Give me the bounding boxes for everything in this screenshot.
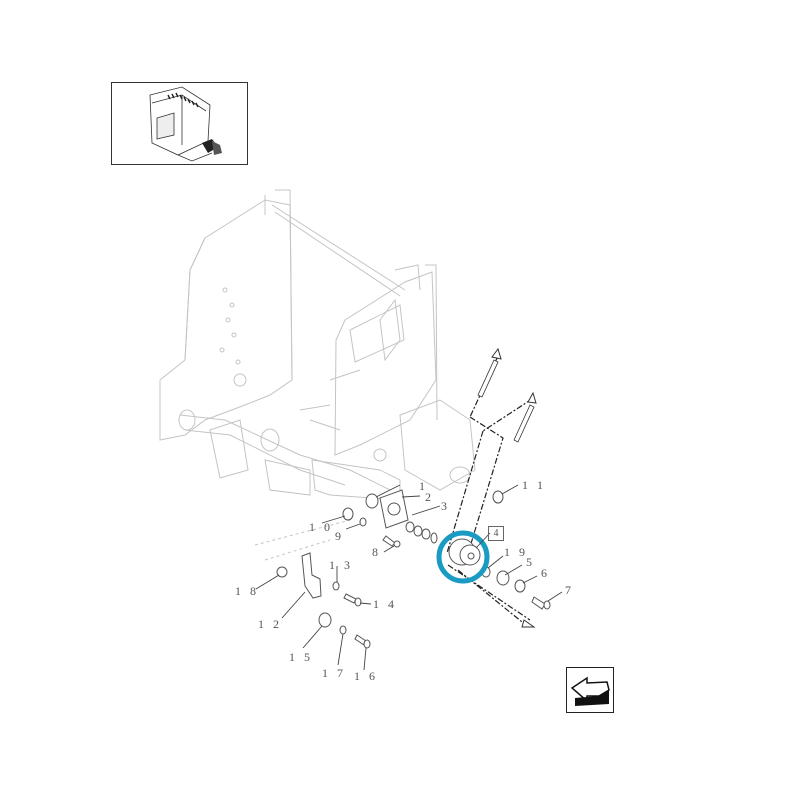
callout-14: 1 4 <box>373 597 397 611</box>
highlight-ring <box>436 530 490 584</box>
callout-4-boxed[interactable]: 4 <box>488 526 504 541</box>
callout-11: 1 1 <box>522 478 546 492</box>
callout-15: 1 5 <box>289 650 313 664</box>
callout-13: 1 3 <box>329 558 353 572</box>
machine-thumbnail-icon <box>149 86 222 162</box>
machine-overview-thumbnail[interactable] <box>111 82 248 165</box>
callout-2: 2 <box>425 490 434 504</box>
callout-1: 1 <box>419 479 428 493</box>
callout-7: 7 <box>565 583 574 597</box>
callout-19: 1 9 <box>504 545 528 559</box>
previous-page-arrow-icon[interactable] <box>566 667 614 713</box>
callout-10: 1 0 <box>309 520 333 534</box>
callout-16: 1 6 <box>354 669 378 683</box>
callout-5: 5 <box>526 555 535 569</box>
callout-9: 9 <box>335 529 344 543</box>
callout-18: 1 8 <box>235 584 259 598</box>
callout-17: 1 7 <box>322 666 346 680</box>
callout-3: 3 <box>441 499 450 513</box>
callout-12: 1 2 <box>258 617 282 631</box>
callout-6: 6 <box>541 566 550 580</box>
callout-8: 8 <box>372 545 381 559</box>
